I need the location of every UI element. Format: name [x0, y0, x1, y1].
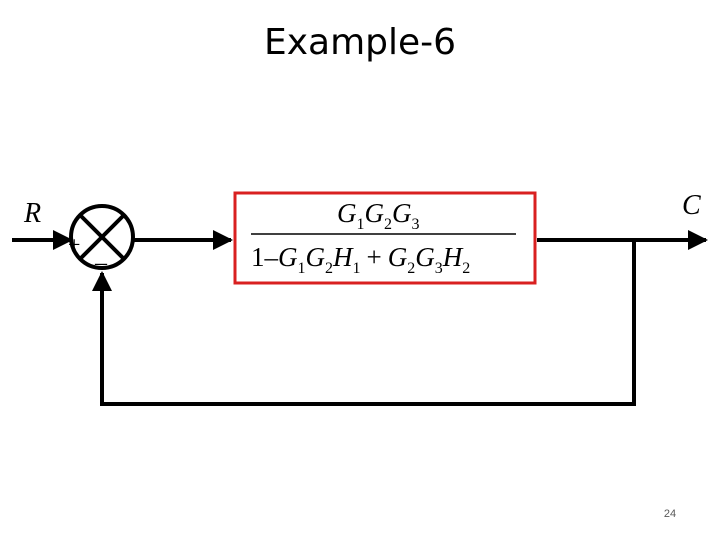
- input-label: R: [23, 198, 41, 229]
- slide-title: Example-6: [263, 22, 457, 63]
- transfer-function-numerator: G1G2G3: [337, 198, 420, 233]
- minus-sign: –: [94, 250, 108, 276]
- plus-sign: +: [68, 232, 80, 257]
- page-number: 24: [663, 508, 677, 520]
- feedback-path: [100, 240, 636, 406]
- output-label: C: [682, 190, 701, 221]
- summing-junction: [69, 204, 135, 270]
- transfer-function-denominator: 1–G1G2H1+G2G3H2: [251, 242, 470, 277]
- transfer-function-block: [233, 191, 537, 285]
